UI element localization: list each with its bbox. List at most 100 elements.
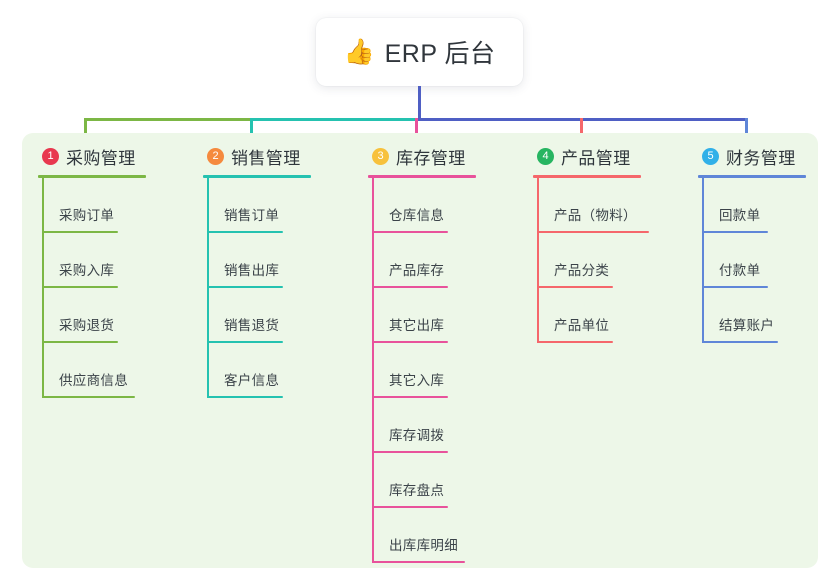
module-item-rule (372, 561, 465, 563)
module-item-label: 结算账户 (719, 318, 775, 333)
module-item[interactable]: 产品库存 (368, 233, 476, 288)
module-title-5: 财务管理 (726, 148, 796, 168)
module-items-1: 采购订单采购入库采购退货供应商信息 (38, 178, 146, 398)
module-item[interactable]: 采购入库 (38, 233, 146, 288)
connector-trunk (418, 86, 421, 118)
module-item[interactable]: 销售订单 (203, 178, 311, 233)
module-header-3[interactable]: 3 库存管理 (368, 143, 476, 169)
module-item-rule (537, 286, 613, 288)
module-item-rule (372, 396, 448, 398)
module-header-rule-1 (38, 175, 146, 178)
module-badge-2: 2 (207, 147, 224, 165)
module-item-rule (702, 231, 768, 233)
module-item-rule (207, 286, 283, 288)
module-badge-1: 1 (42, 147, 59, 165)
module-item[interactable]: 出库库明细 (368, 508, 476, 563)
module-item-rule (42, 396, 135, 398)
module-badge-5: 5 (702, 147, 719, 165)
module-header-1[interactable]: 1 采购管理 (38, 143, 146, 169)
module-item-label: 客户信息 (224, 373, 280, 388)
module-items-5: 回款单付款单结算账户 (698, 178, 806, 343)
module-item-label: 供应商信息 (59, 373, 128, 388)
module-title-2: 销售管理 (231, 148, 301, 168)
module-item-rule (372, 231, 448, 233)
module-item-label: 销售订单 (224, 208, 280, 223)
thumbs-up-icon: 👍 (343, 37, 375, 66)
module-item-rule (372, 341, 448, 343)
module-items-3: 仓库信息产品库存其它出库其它入库库存调拨库存盘点出库库明细 (368, 178, 476, 563)
module-column-2: 2 销售管理销售订单销售出库销售退货客户信息 (203, 143, 311, 398)
module-item-label: 仓库信息 (389, 208, 445, 223)
module-items-2: 销售订单销售出库销售退货客户信息 (203, 178, 311, 398)
connector-bus-segment-1 (84, 118, 251, 121)
module-spine-2 (207, 178, 209, 398)
connector-bus-segment-2 (251, 118, 416, 121)
module-item-rule (42, 286, 118, 288)
module-item[interactable]: 供应商信息 (38, 343, 146, 398)
module-item-label: 库存调拨 (389, 428, 445, 443)
module-header-rule-4 (533, 175, 641, 178)
module-item-rule (207, 396, 283, 398)
module-item-rule (702, 286, 768, 288)
module-item[interactable]: 销售出库 (203, 233, 311, 288)
module-item[interactable]: 产品（物料） (533, 178, 649, 233)
module-item[interactable]: 付款单 (698, 233, 806, 288)
module-column-1: 1 采购管理采购订单采购入库采购退货供应商信息 (38, 143, 146, 398)
module-item[interactable]: 采购订单 (38, 178, 146, 233)
module-title-3: 库存管理 (396, 148, 466, 168)
module-item-label: 产品库存 (389, 263, 445, 278)
module-item-label: 采购入库 (59, 263, 115, 278)
module-item[interactable]: 仓库信息 (368, 178, 476, 233)
module-item[interactable]: 销售退货 (203, 288, 311, 343)
module-badge-4: 4 (537, 147, 554, 165)
module-item[interactable]: 产品分类 (533, 233, 641, 288)
module-column-4: 4 产品管理产品（物料） 产品分类产品单位 (533, 143, 649, 343)
module-item[interactable]: 库存盘点 (368, 453, 476, 508)
module-header-rule-5 (698, 175, 806, 178)
module-item-rule (42, 231, 118, 233)
module-item[interactable]: 回款单 (698, 178, 806, 233)
module-title-4: 产品管理 (561, 148, 631, 168)
module-item-label: 付款单 (719, 263, 761, 278)
module-item-label: 库存盘点 (389, 483, 445, 498)
module-header-rule-2 (203, 175, 311, 178)
module-title-1: 采购管理 (66, 148, 136, 168)
module-item-label: 产品（物料） (554, 208, 637, 223)
module-item-rule (372, 451, 448, 453)
module-items-4: 产品（物料） 产品分类产品单位 (533, 178, 649, 343)
module-spine-1 (42, 178, 44, 398)
module-item-label: 产品分类 (554, 263, 610, 278)
module-header-rule-3 (368, 175, 476, 178)
module-item[interactable]: 库存调拨 (368, 398, 476, 453)
module-item[interactable]: 结算账户 (698, 288, 806, 343)
module-item-rule (42, 341, 118, 343)
root-node-card[interactable]: 👍 ERP 后台 (316, 18, 523, 86)
module-spine-4 (537, 178, 539, 343)
module-header-5[interactable]: 5 财务管理 (698, 143, 806, 169)
module-item-label: 其它入库 (389, 373, 445, 388)
module-item-label: 出库库明细 (389, 538, 458, 553)
module-item[interactable]: 产品单位 (533, 288, 641, 343)
module-item-label: 其它出库 (389, 318, 445, 333)
module-item[interactable]: 其它入库 (368, 343, 476, 398)
module-column-3: 3 库存管理仓库信息产品库存其它出库其它入库库存调拨库存盘点出库库明细 (368, 143, 476, 563)
module-item[interactable]: 其它出库 (368, 288, 476, 343)
module-badge-3: 3 (372, 147, 389, 165)
module-item[interactable]: 采购退货 (38, 288, 146, 343)
root-node-title: ERP 后台 (384, 40, 496, 68)
module-column-5: 5 财务管理回款单付款单结算账户 (698, 143, 806, 343)
module-item[interactable]: 客户信息 (203, 343, 311, 398)
module-item-label: 采购退货 (59, 318, 115, 333)
module-item-rule (537, 341, 613, 343)
module-spine-5 (702, 178, 704, 343)
module-item-label: 销售出库 (224, 263, 280, 278)
module-item-rule (372, 286, 448, 288)
module-header-2[interactable]: 2 销售管理 (203, 143, 311, 169)
module-item-label: 采购订单 (59, 208, 115, 223)
module-item-label: 回款单 (719, 208, 761, 223)
module-item-rule (207, 341, 283, 343)
module-header-4[interactable]: 4 产品管理 (533, 143, 641, 169)
module-item-label: 销售退货 (224, 318, 280, 333)
module-item-label: 产品单位 (554, 318, 610, 333)
module-item-rule (207, 231, 283, 233)
